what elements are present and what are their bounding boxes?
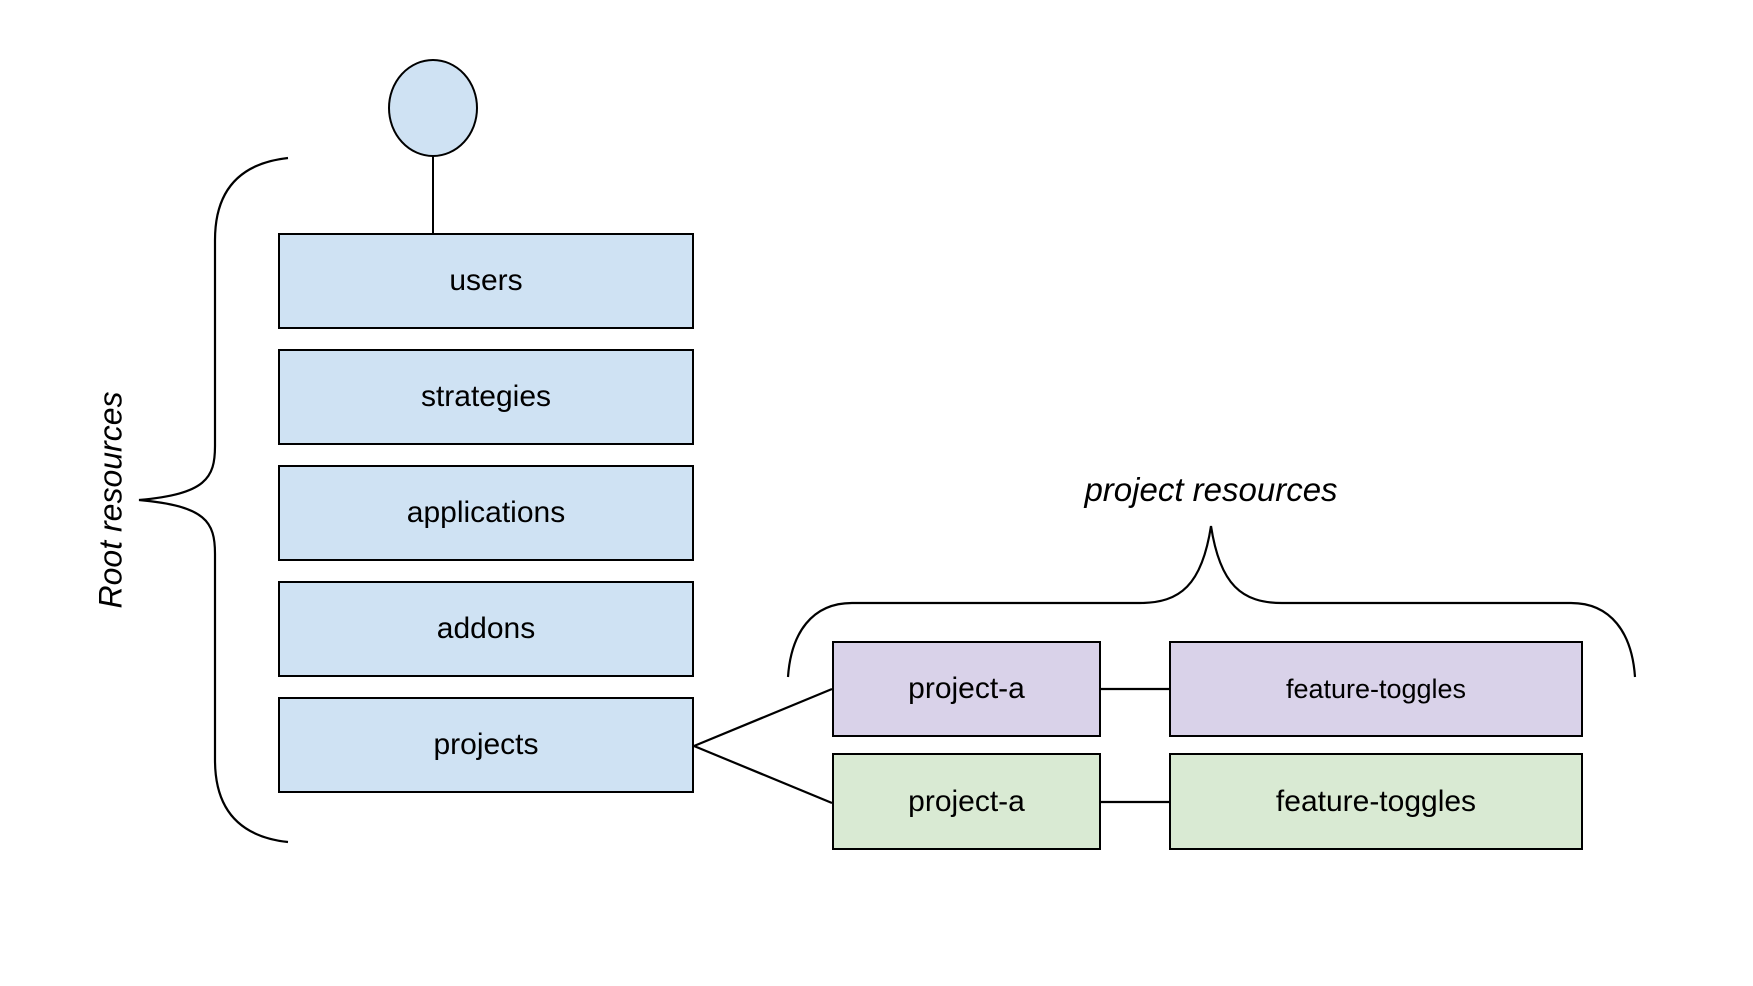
project-resources-brace [786, 525, 1637, 678]
node-users-label: users [449, 264, 523, 297]
node-strategies: strategies [278, 349, 694, 445]
node-users: users [278, 233, 694, 329]
node-addons: addons [278, 581, 694, 677]
node-strategies-label: strategies [420, 380, 552, 413]
node-applications: applications [278, 465, 694, 561]
node-applications-label: applications [406, 496, 566, 529]
projects-to-purple-project-line [693, 687, 833, 748]
node-projects: projects [278, 697, 694, 793]
project-resources-group-label: project resources [1084, 471, 1338, 508]
projects-to-green-project-line [693, 744, 833, 805]
node-project-a-purple: project-a [832, 641, 1101, 737]
node-project-a-green: project-a [832, 753, 1101, 850]
root-resources-group-label: Root resources [92, 391, 129, 609]
node-feature-toggles-green-label: feature-toggles [1275, 784, 1477, 818]
node-feature-toggles-green: feature-toggles [1169, 753, 1583, 850]
root-circle-icon [388, 59, 478, 157]
node-projects-label: projects [433, 728, 539, 761]
root-resources-brace [138, 156, 289, 844]
node-addons-label: addons [436, 612, 536, 645]
node-project-a-purple-label: project-a [908, 672, 1025, 705]
node-feature-toggles-purple: feature-toggles [1169, 641, 1583, 737]
node-feature-toggles-purple-label: feature-toggles [1285, 673, 1467, 704]
node-project-a-green-label: project-a [908, 784, 1025, 818]
